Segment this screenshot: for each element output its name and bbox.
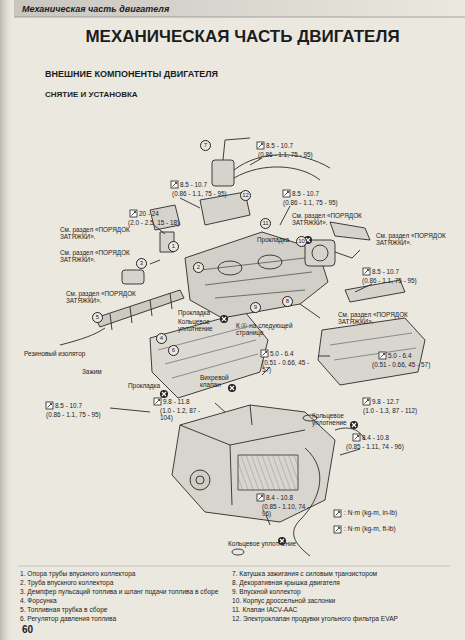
part-label: Кольцевое уплотнение <box>312 412 356 426</box>
part-label: Вихревой клапан <box>200 374 238 388</box>
part-label: Зажим <box>82 368 102 375</box>
parts-list-item: 7. Катушка зажигания с силовым транзисто… <box>232 570 377 577</box>
part-label: 60 <box>22 624 33 635</box>
callout-number: 1 <box>168 241 179 252</box>
part-label: 5.0 - 6.4 <box>270 350 293 357</box>
part-label: Механическая часть двигателя <box>22 4 169 14</box>
part-label: 8.5 - 10.7 <box>292 190 319 197</box>
parts-list-item: 8. Декоративная крышка двигателя <box>232 579 340 586</box>
parts-list-item: 2. Труба впускного коллектора <box>20 579 113 586</box>
page-title: МЕХАНИЧЕСКАЯ ЧАСТЬ ДВИГАТЕЛЯ <box>20 27 465 46</box>
callout-number: 5 <box>92 312 103 323</box>
callout-number: 7 <box>200 140 211 151</box>
part-label: (0.86 - 1.1, 75 - 95) <box>46 411 101 418</box>
part-label: Кольцевое уплотнение <box>228 540 296 547</box>
part-label: (0.86 - 1.1, 75 - 95) <box>362 277 417 284</box>
part-label: 9.8 - 12.7 <box>372 398 399 405</box>
part-label: Кольцевое уплотнение <box>178 318 228 332</box>
part-label: (1.0 - 1.2, 87 - 104) <box>160 407 204 421</box>
part-label: 8.5 - 10.7 <box>266 142 293 149</box>
parts-list-item: 5. Топливная трубка в сборе <box>20 606 108 613</box>
part-label: Прокладка <box>128 382 160 389</box>
part-label: См. раздел «ПОРЯДОК ЗАТЯЖКИ». <box>376 232 456 246</box>
part-label: (0.85 - 1.10, 74 - 96) <box>262 503 314 517</box>
part-label: Прокладка <box>257 236 289 243</box>
callout-number: 6 <box>168 345 179 356</box>
part-label: (0.86 - 1.1, 75 - 95) <box>283 199 338 206</box>
part-label: (2.0 - 2.5, 15 - 18) <box>128 219 179 226</box>
part-label: 8.5 - 10.7 <box>55 402 82 409</box>
part-label: 5.0 - 6.4 <box>388 352 411 359</box>
parts-list-item: 9. Впускной коллектор <box>232 588 301 595</box>
parts-list-item: 12. Электроклапан продувки угольного фил… <box>232 615 398 622</box>
legend-text: : N·m (kg-m, in-lb) <box>344 509 397 516</box>
callout-number: 4 <box>156 333 167 344</box>
part-label: 9.8 - 11.8 <box>163 398 190 405</box>
callout-number: 3 <box>136 258 147 269</box>
part-label: 20 - 24 <box>139 210 159 217</box>
part-label: См. раздел «ПОРЯДОК ЗАТЯЖКИ». <box>60 249 136 263</box>
parts-list-item: 3. Демпфер пульсаций топлива и шланг под… <box>20 588 218 595</box>
part-label: См. раздел «ПОРЯДОК ЗАТЯЖКИ». <box>66 290 142 304</box>
callout-number: 8 <box>282 296 293 307</box>
callout-number: 11 <box>260 218 271 229</box>
part-label: Прокладка <box>178 309 210 316</box>
part-label: 8.4 - 10.8 <box>362 434 389 441</box>
callout-number: 10 <box>296 236 307 247</box>
part-label: (0.85 - 1.11, 74 - 96) <box>346 443 404 450</box>
part-label: (0.51 - 0.66, 45 - 57) <box>372 361 430 368</box>
part-label: (0.51 - 0.66, 45 - 57) <box>262 359 310 373</box>
parts-list-item: 6. Регулятор давления топлива <box>20 615 116 622</box>
part-label: К Ⓐ на следующей странице <box>236 322 306 336</box>
callout-number: 9 <box>250 302 261 313</box>
part-label: (0.86 - 1.1, 75 - 95) <box>172 190 227 197</box>
part-label: См. раздел «ПОРЯДОК ЗАТЯЖКИ». <box>292 212 368 226</box>
part-label: Резиновый изолятор <box>24 350 85 357</box>
callout-number: 12 <box>240 190 251 201</box>
part-label: 8.5 - 10.7 <box>180 181 207 188</box>
parts-list-item: 10. Корпус дроссельной заслонки <box>232 597 335 604</box>
part-label: 8.5 - 10.7 <box>372 268 399 275</box>
part-label: (1.0 - 1.3, 87 - 112) <box>363 407 417 414</box>
part-label: См. раздел «ПОРЯДОК ЗАТЯЖКИ». <box>60 226 136 240</box>
part-label: 8.4 - 10.8 <box>266 494 293 501</box>
callout-number: 2 <box>193 262 204 273</box>
part-label: СНЯТИЕ И УСТАНОВКА <box>45 91 138 100</box>
part-label: (0.86 - 1.1, 75 - 95) <box>258 151 313 158</box>
parts-list-item: 1. Опора трубы впускного коллектора <box>20 570 136 577</box>
legend-text: : N·m (kg-m, ft-lb) <box>344 525 396 532</box>
part-label: ВНЕШНИЕ КОМПОНЕНТЫ ДВИГАТЕЛЯ <box>45 69 218 79</box>
parts-list-item: 4. Форсунка <box>20 597 57 604</box>
part-label: См. раздел «ПОРЯДОК ЗАТЯЖКИ». <box>338 311 414 325</box>
parts-list-item: 11. Клапан IACV-AAC <box>232 606 297 613</box>
